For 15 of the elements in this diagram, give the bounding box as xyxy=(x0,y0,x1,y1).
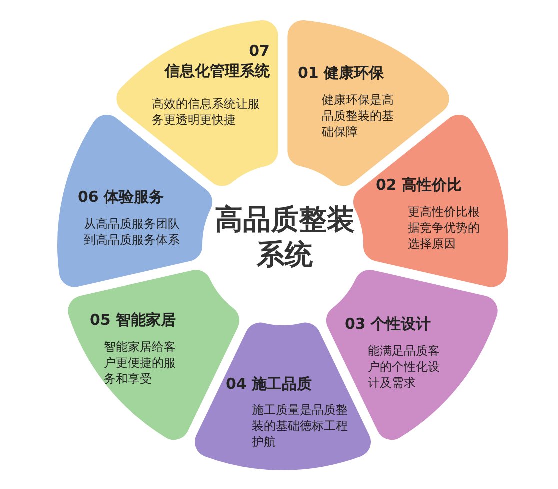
segment-description: 健康环保是高品质整装的基础保障 xyxy=(322,92,395,141)
segment-description: 更高性价比根据竞争优势的选择原因 xyxy=(408,204,481,253)
center-title: 高品质整装系统 xyxy=(215,202,355,272)
segment-heading: 05 智能家居 xyxy=(90,311,178,330)
segment-description: 施工质量是品质整装的基础德标工程护航 xyxy=(252,402,349,451)
segment-heading: 01 健康环保 xyxy=(298,64,386,84)
segment-heading: 03 个性设计 xyxy=(345,315,432,334)
segment-heading: 04 施工品质 xyxy=(226,375,314,394)
segment-description: 从高品质服务团队到高品质服务体系 xyxy=(84,216,181,248)
segment-heading: 06 体验服务 xyxy=(78,188,166,208)
segment-heading: 07 信息化管理系统 xyxy=(164,42,270,81)
segment-description: 智能家居给客户更便捷的服务和享受 xyxy=(104,339,177,388)
segment-heading: 02 高性价比 xyxy=(376,176,464,196)
segment-description: 能满足品质客户的个性化设计及需求 xyxy=(368,343,441,392)
segment-description: 高效的信息系统让服务更透明更快捷 xyxy=(152,96,261,128)
